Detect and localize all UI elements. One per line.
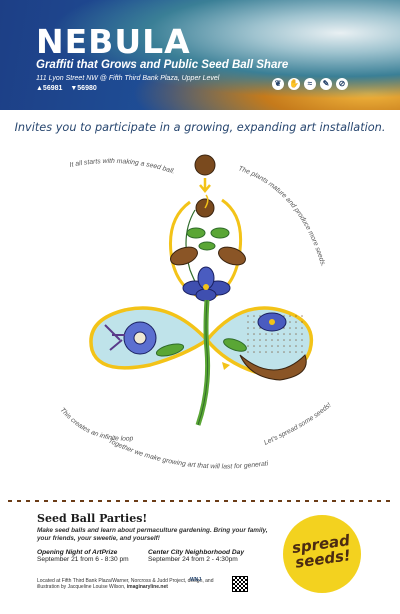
arc-text-loop: This creates an infinite loop of expansi… (0, 140, 136, 443)
credits-text: Located at Fifth Third Bank Plaza/Warner… (37, 578, 214, 591)
category-icons: ❦ ✋ ≈ ✎ ⊘ (272, 78, 348, 90)
tool-icon: ✎ (320, 78, 332, 90)
credits: Located at Fifth Third Bank Plaza/Warner… (37, 578, 232, 590)
event-date: September 24 from 2 - 4:30pm (148, 556, 238, 563)
event-opening-night: Opening Night of ArtPrize September 21 f… (37, 549, 129, 563)
event-neighborhood-day: Center City Neighborhood Day September 2… (148, 549, 244, 563)
vote-up-code: ▲56981 (36, 85, 63, 92)
event-heading: Center City Neighborhood Day (148, 549, 244, 556)
spread-seeds-badge: spread seeds! (283, 515, 361, 593)
flower-right (257, 312, 287, 332)
arc-text-mature: The plants mature and produce more seeds… (237, 165, 326, 267)
qr-code[interactable] (232, 576, 248, 592)
seed-ball (194, 154, 216, 176)
seed-pod-right (218, 246, 246, 266)
seed-divider (8, 500, 392, 502)
header-banner: NEBULA Graffiti that Grows and Public Se… (0, 0, 400, 110)
page-subtitle: Graffiti that Grows and Public Seed Ball… (36, 59, 289, 71)
cancel-icon: ⊘ (336, 78, 348, 90)
vote-down-code: ▼56980 (70, 85, 97, 92)
arc-text-spread: Let's spread some seeds! (263, 402, 333, 447)
page-title: NEBULA (36, 22, 191, 61)
arc-text-start: It all starts with making a seed ball. (69, 158, 176, 176)
credits-link[interactable]: imaginaryline.net (126, 584, 168, 591)
sponsor-logo: WNJ (190, 577, 202, 583)
palm-icon: ✋ (288, 78, 300, 90)
address: 111 Lyon Street NW @ Fifth Third Bank Pl… (36, 75, 220, 82)
event-date: September 21 from 6 - 8:30 pm (37, 556, 129, 563)
vote-codes: ▲56981 ▼56980 (36, 85, 103, 92)
seed-cycle-illustration: It all starts with making a seed ball. T… (0, 140, 333, 470)
arrow-down-icon (199, 178, 211, 193)
party-title: Seed Ball Parties! (37, 512, 148, 525)
flower-left (104, 321, 157, 355)
leaf-icon: ❦ (272, 78, 284, 90)
party-description: Make seed balls and learn about permacul… (37, 527, 268, 542)
invite-text: Invites you to participate in a growing,… (14, 121, 386, 134)
event-heading: Opening Night of ArtPrize (37, 549, 118, 556)
flower-top (182, 266, 231, 302)
share-icon: ≈ (304, 78, 316, 90)
arc-text-together: Together we make growing art that will l… (0, 140, 269, 470)
badge-text: spread seeds! (281, 531, 362, 573)
seed-pod-left (170, 246, 198, 266)
